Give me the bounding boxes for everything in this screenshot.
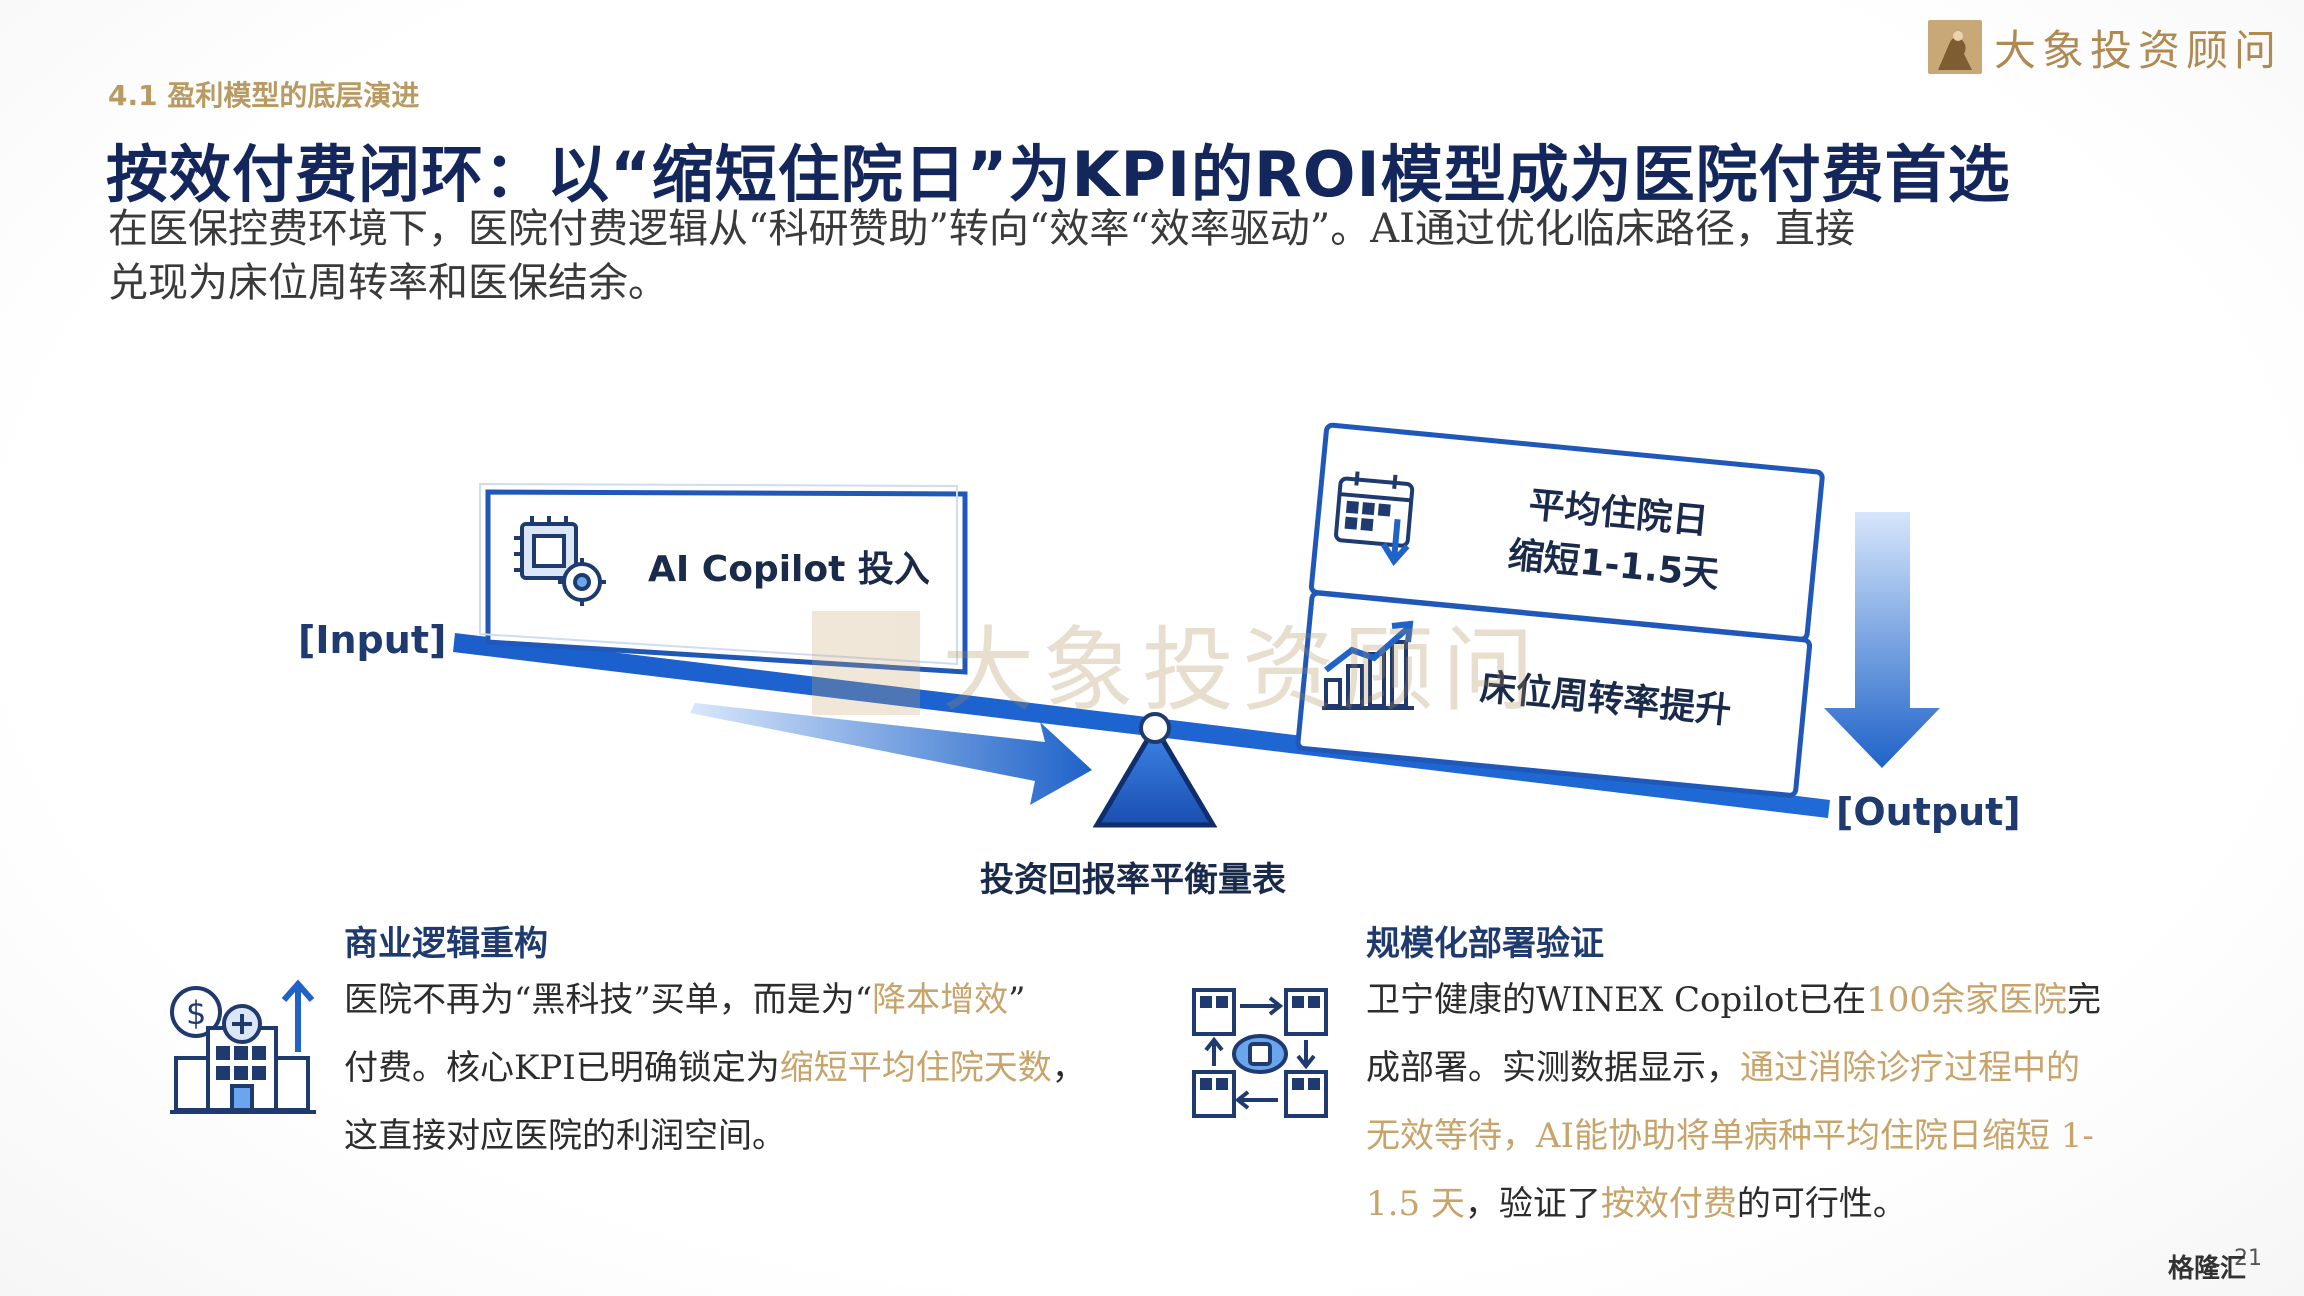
page-subtitle: 在医保控费环境下，医院付费逻辑从“科研赞助”转向“效率“效率驱动”。AI通过优化… <box>108 202 2218 310</box>
left-heading: 商业逻辑重构 <box>344 924 548 964</box>
fulcrum-pivot <box>1139 712 1171 744</box>
right-heading: 规模化部署验证 <box>1366 924 1604 964</box>
left-body: 医院不再为“黑科技”买单，而是为“降本增效” 付费。核心KPI已明确锁定为缩短平… <box>344 966 1124 1170</box>
hospital-finance-icon: $ <box>170 979 316 1114</box>
right-highlight: 通过消除诊疗过程中的 <box>1740 1048 2080 1088</box>
calendar-down-icon <box>1334 471 1415 567</box>
fulcrum <box>1092 722 1218 828</box>
corner-logo: 格隆汇 <box>2168 1254 2247 1284</box>
right-highlight: 100余家医院 <box>1866 980 2067 1020</box>
right-highlight: 按效付费 <box>1600 1184 1737 1224</box>
left-line: 医院不再为“黑科技”买单，而是为“降本增效” <box>344 966 1124 1034</box>
right-highlight: 1.5 天 <box>1366 1184 1465 1224</box>
page-title: 按效付费闭环：以“缩短住院日”为KPI的ROI模型成为医院付费首选 <box>106 138 2011 211</box>
brand-logo-icon <box>1928 20 1982 74</box>
down-arrow <box>1824 512 1940 768</box>
fulcrum-caption: 投资回报率平衡量表 <box>980 860 1286 900</box>
right-text: 的可行性。 <box>1736 1184 1907 1224</box>
svg-text:$: $ <box>186 994 206 1032</box>
left-highlight: 降本增效 <box>872 980 1009 1020</box>
length-of-stay-label: 平均住院日 缩短1-1.5天 <box>1506 478 1727 602</box>
left-line: 付费。核心KPI已明确锁定为缩短平均住院天数， <box>344 1034 1124 1102</box>
right-line: 卫宁健康的WINEX Copilot已在100余家医院完 <box>1366 966 2196 1034</box>
subtitle-line: 兑现为床位周转率和医保结余。 <box>108 260 668 306</box>
right-line: 1.5 天，验证了按效付费的可行性。 <box>1366 1170 2196 1238</box>
subtitle-line: 在医保控费环境下，医院付费逻辑从“科研赞助”转向“效率“效率驱动”。AI通过优化… <box>108 206 1855 252</box>
left-line: 这直接对应医院的利润空间。 <box>344 1116 786 1156</box>
right-text: 完 <box>2067 980 2101 1020</box>
watermark: 大象投资顾问 <box>812 596 1542 729</box>
right-text: 卫宁健康的WINEX Copilot已在 <box>1366 980 1867 1020</box>
output-label: [Output] <box>1836 790 2021 834</box>
bed-turnover-box <box>1295 590 1813 798</box>
input-label: [Input] <box>298 618 447 662</box>
brand-name: 大象投资顾问 <box>1994 25 2283 75</box>
right-line: 无效等待，AI能协助将单病种平均住院日缩短 1- <box>1366 1116 2094 1156</box>
right-text: 成部署。实测数据显示， <box>1366 1048 1740 1088</box>
brand: 大象投资顾问 <box>1928 16 2282 78</box>
right-body: 卫宁健康的WINEX Copilot已在100余家医院完 成部署。实测数据显示，… <box>1366 966 2196 1238</box>
left-text: 付费。核心KPI已明确锁定为 <box>344 1048 780 1088</box>
left-text: ” <box>1008 980 1026 1020</box>
hospital-network-icon <box>1192 988 1328 1118</box>
push-arrow <box>690 703 1092 805</box>
right-line: 成部署。实测数据显示，通过消除诊疗过程中的 <box>1366 1034 2196 1102</box>
copilot-label: AI Copilot 投入 <box>648 549 930 590</box>
page-number: 21 <box>2234 1246 2262 1271</box>
chip-gear-icon <box>514 516 606 606</box>
copilot-box <box>479 482 968 675</box>
left-text: ， <box>1051 1048 1086 1088</box>
watermark-logo-icon <box>812 610 920 715</box>
right-text: ，验证了 <box>1464 1184 1601 1224</box>
left-highlight: 缩短平均住院天数 <box>779 1048 1052 1088</box>
left-text: 医院不再为“黑科技”买单，而是为“ <box>344 980 873 1020</box>
watermark-text: 大象投资顾问 <box>942 617 1543 724</box>
section-tag: 4.1 盈利模型的底层演进 <box>108 79 420 112</box>
growth-chart-icon <box>1322 620 1414 710</box>
